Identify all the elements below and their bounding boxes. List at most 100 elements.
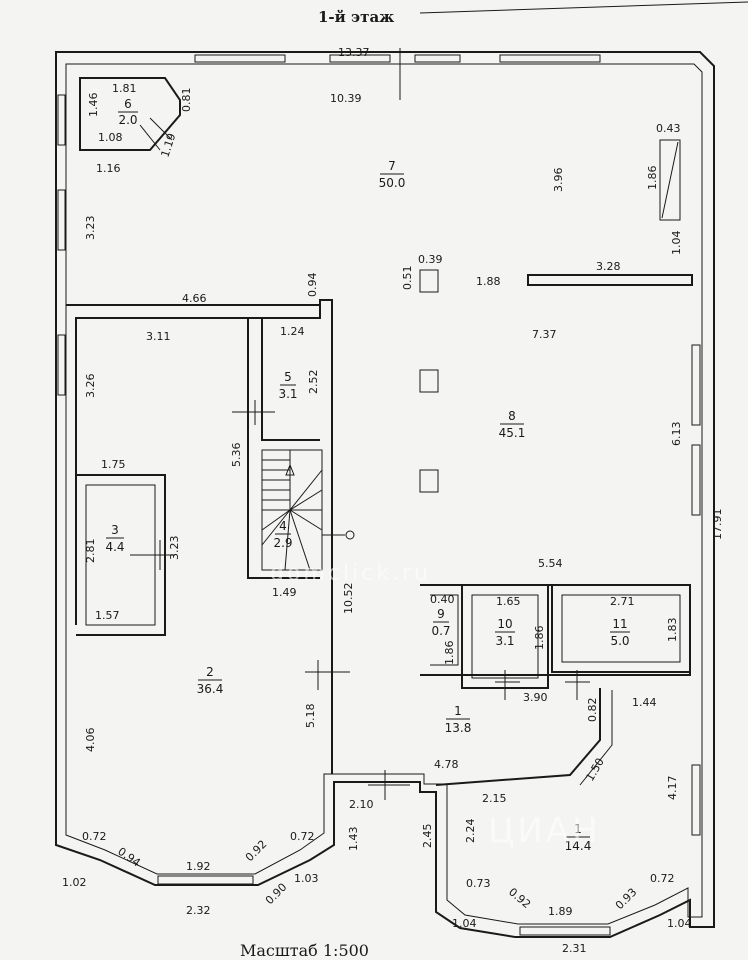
dimension-label: 1.46: [87, 93, 100, 118]
dimension-label: 17.91: [711, 509, 724, 541]
dimension-label: 4.78: [434, 758, 459, 771]
dimension-label: 1.49: [272, 586, 297, 599]
dimension-label: 0.92: [243, 838, 270, 865]
dimension-label: 1.86: [533, 626, 546, 651]
dimension-label: 0.40: [430, 593, 455, 606]
room-label: 1 14.4: [565, 822, 592, 853]
room-label: 1 13.8: [445, 704, 472, 735]
dimension-label: 0.81: [180, 88, 193, 113]
dimension-label: 3.26: [84, 374, 97, 399]
watermark: domclick.ru: [270, 561, 431, 586]
dimension-label: 13.37: [338, 46, 370, 59]
svg-text:50.0: 50.0: [379, 176, 406, 190]
dimension-label: 2.52: [307, 370, 320, 395]
dimension-label: 1.75: [101, 458, 126, 471]
dimension-label: 2.10: [349, 798, 374, 811]
dimension-label: 1.65: [496, 595, 521, 608]
dimension-label: 1.43: [347, 827, 360, 852]
dimension-label: 3.96: [552, 168, 565, 193]
dimension-label: 2.45: [421, 824, 434, 849]
dimension-label: 0.72: [650, 872, 675, 885]
dimension-label: 0.93: [613, 886, 640, 913]
dimension-label: 1.04: [452, 917, 477, 930]
svg-text:4: 4: [279, 519, 287, 533]
dimension-label: 0.72: [82, 830, 107, 843]
dimension-label: 7.37: [532, 328, 557, 341]
dimension-label: 0.51: [401, 266, 414, 291]
dimension-label: 0.73: [466, 877, 491, 890]
dimension-label: 1.57: [95, 609, 120, 622]
dimension-label: 4.17: [666, 776, 679, 801]
dimension-label: 2.31: [562, 942, 587, 955]
dimension-label: 1.04: [667, 917, 692, 930]
dimension-label: 2.81: [84, 539, 97, 564]
svg-text:8: 8: [508, 409, 516, 423]
watermark: ЦИАН: [488, 811, 601, 851]
dimension-label: 0.43: [656, 122, 681, 135]
svg-text:3.1: 3.1: [495, 634, 514, 648]
dimension-label: 1.86: [443, 641, 456, 666]
dimension-label: 4.06: [84, 728, 97, 753]
dimension-label: 1.02: [62, 876, 87, 889]
dimension-labels: 13.37 10.39 1.81 1.46 0.81 1.08 1.19 1.1…: [62, 46, 724, 955]
room-label: 5 3.1: [278, 370, 297, 401]
dimension-label: 0.39: [418, 253, 443, 266]
room-label: 10 3.1: [495, 617, 515, 648]
svg-text:2: 2: [206, 665, 214, 679]
dimension-label: 1.89: [548, 905, 573, 918]
dimension-label: 3.11: [146, 330, 171, 343]
scale-caption: Масштаб 1:500: [240, 941, 369, 960]
dimension-label: 1.24: [280, 325, 305, 338]
dimension-label: 1.08: [98, 131, 123, 144]
dimension-label: 0.82: [586, 698, 599, 723]
dimension-label: 1.86: [646, 166, 659, 191]
svg-text:5: 5: [284, 370, 292, 384]
svg-text:9: 9: [437, 607, 445, 621]
svg-text:14.4: 14.4: [565, 839, 592, 853]
dimension-label: 5.36: [230, 443, 243, 468]
dimension-label: 2.15: [482, 792, 507, 805]
dimension-label: 10.39: [330, 92, 362, 105]
room-label: 6 2.0: [118, 97, 138, 127]
door-marks: [130, 48, 590, 800]
svg-text:1: 1: [454, 704, 462, 718]
dimension-label: 3.23: [168, 536, 181, 561]
svg-text:13.8: 13.8: [445, 721, 472, 735]
dimension-label: 1.04: [670, 231, 683, 256]
dimension-label: 0.94: [306, 273, 319, 298]
svg-text:3.1: 3.1: [278, 387, 297, 401]
dimension-label: 1.81: [112, 82, 137, 95]
outer-walls: [55, 51, 715, 938]
dimension-label: 2.32: [186, 904, 211, 917]
svg-text:1: 1: [574, 822, 582, 836]
svg-text:36.4: 36.4: [197, 682, 224, 696]
svg-text:6: 6: [124, 97, 132, 111]
windows: [57, 54, 701, 936]
svg-text:4.4: 4.4: [105, 540, 124, 554]
room-label: 9 0.7: [431, 607, 450, 638]
svg-text:2.0: 2.0: [118, 113, 137, 127]
room-label: 11 5.0: [610, 617, 630, 648]
room-label: 8 45.1: [499, 409, 526, 440]
room-labels: 6 2.0 7 50.0 5 3.1 8 45.1 3 4.4 4 2.9: [105, 97, 630, 853]
svg-text:10: 10: [497, 617, 512, 631]
room-label: 2 36.4: [197, 665, 224, 696]
dimension-label: 5.18: [304, 704, 317, 729]
room-label: 7 50.0: [379, 159, 406, 190]
top-edge-line: [419, 1, 748, 14]
svg-text:5.0: 5.0: [610, 634, 629, 648]
interior-walls: [66, 77, 693, 786]
room-label: 3 4.4: [105, 523, 124, 554]
dimension-label: 2.24: [464, 819, 477, 844]
dimension-label: 1.16: [96, 162, 121, 175]
dimension-label: 2.71: [610, 595, 635, 608]
svg-text:2.9: 2.9: [273, 536, 292, 550]
svg-text:3: 3: [111, 523, 119, 537]
svg-text:0.7: 0.7: [431, 624, 450, 638]
svg-text:7: 7: [388, 159, 396, 173]
staircase: [261, 449, 355, 571]
page-title: 1-й этаж: [318, 8, 394, 26]
dimension-label: 3.90: [523, 691, 548, 704]
dimension-label: 3.23: [84, 216, 97, 241]
